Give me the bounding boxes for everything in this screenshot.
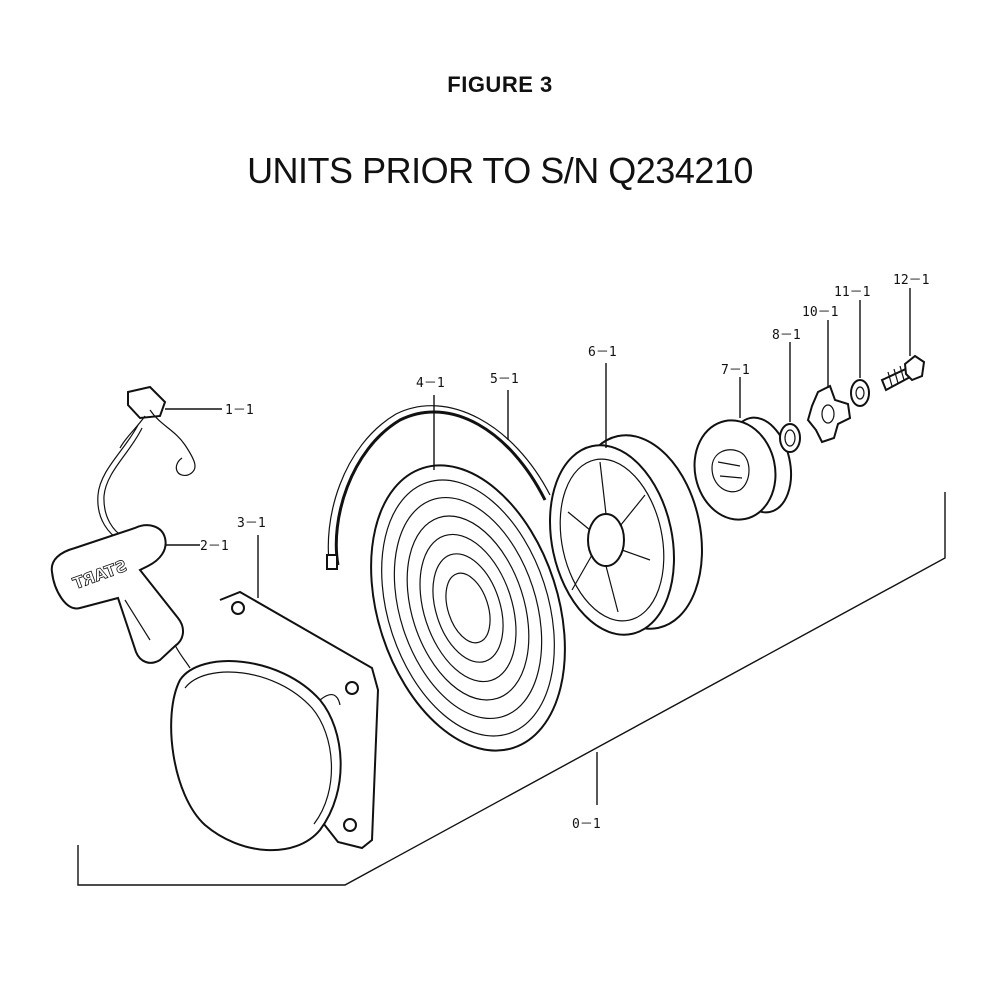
part-reel xyxy=(549,363,703,636)
callout-4-1: 4－1 xyxy=(416,376,445,391)
callout-12-1: 12－1 xyxy=(893,273,929,288)
callout-3-1: 3－1 xyxy=(237,516,266,531)
part-ratchet-plate xyxy=(806,320,852,444)
assembly-bracket xyxy=(77,492,946,886)
part-washer-flat xyxy=(850,300,870,407)
callout-8-1: 8－1 xyxy=(772,328,801,343)
callout-2-1: 2－1 xyxy=(200,539,229,554)
part-rope-stopper xyxy=(119,385,222,477)
part-bolt xyxy=(880,288,926,392)
part-starter-case xyxy=(170,535,380,851)
figure-title: FIGURE 3 xyxy=(447,72,553,97)
callout-6-1: 6－1 xyxy=(588,345,617,360)
part-spring-band xyxy=(326,390,551,570)
units-subtitle: UNITS PRIOR TO S/N Q234210 xyxy=(247,150,753,191)
part-start-handle: START xyxy=(50,524,200,664)
part-washer-small xyxy=(779,342,801,453)
callout-5-1: 5－1 xyxy=(490,372,519,387)
callout-0-1: 0－1 xyxy=(572,817,601,832)
callout-11-1: 11－1 xyxy=(834,285,870,300)
part-ratchet-hub xyxy=(693,377,792,521)
callout-1-1: 1－1 xyxy=(225,403,254,418)
callout-10-1: 10－1 xyxy=(802,305,838,320)
callout-7-1: 7－1 xyxy=(721,363,750,378)
part-recoil-spring xyxy=(370,395,566,752)
part-starter-rope xyxy=(97,424,191,669)
